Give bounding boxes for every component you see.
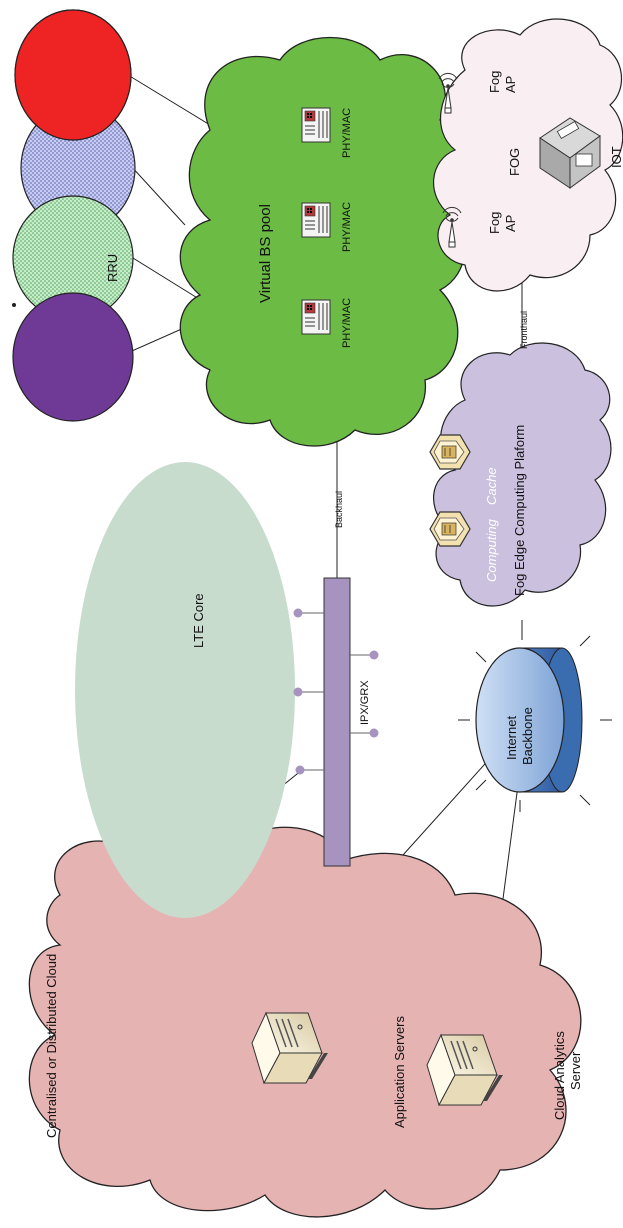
iot-label: IOT xyxy=(609,146,623,168)
fog-label: FOG xyxy=(507,148,522,176)
cloud-analytics-label-line1: Cloud Analytics xyxy=(552,1031,567,1120)
internet-backbone-disk[interactable] xyxy=(475,647,583,793)
virtual-bs-pool-cloud xyxy=(179,36,466,447)
cloud-analytics-label-line2: Server xyxy=(568,1051,583,1090)
lte-core-ellipse xyxy=(75,462,295,918)
ipx-grx-bar xyxy=(323,577,351,867)
internet-label-line1: Internet xyxy=(504,716,519,760)
rru-purple-ellipse xyxy=(12,292,134,422)
fog-ap-2-line2: AP xyxy=(503,215,518,232)
internet-backbone-spokes xyxy=(458,635,612,812)
fog-platform-cloud xyxy=(433,342,612,607)
phy-mac-unit-2 xyxy=(301,202,331,238)
cloud-title: Centralised or Distributed Cloud xyxy=(44,954,59,1138)
internet-label-line2: Backbone xyxy=(520,707,535,765)
ipx-connector-dots xyxy=(293,608,379,775)
fog-ap-2-line1: Fog xyxy=(487,212,502,234)
backhaul-label: Backhaul xyxy=(334,491,344,528)
fog-cloud xyxy=(433,18,623,292)
lte-core-label: LTE Core xyxy=(191,593,206,648)
rru-label: RRU xyxy=(105,254,120,282)
virtual-bs-pool-label: Virtual BS pool xyxy=(257,204,274,303)
iot-device-icon xyxy=(539,117,601,189)
computing-label: Computing xyxy=(484,518,499,582)
application-servers-label: Application Servers xyxy=(392,1016,407,1128)
ipx-grx-label: IPX/GRX xyxy=(359,680,371,725)
phy-mac-label-2: PHY/MAC xyxy=(341,202,353,252)
fog-ap-1-line2: AP xyxy=(503,76,518,93)
phy-mac-label-1: PHY/MAC xyxy=(341,108,353,158)
phy-mac-unit-1 xyxy=(301,107,331,143)
fog-ap-1-line1: Fog xyxy=(487,71,502,93)
cache-label: Cache xyxy=(484,467,499,505)
phy-mac-unit-3 xyxy=(301,299,331,335)
phy-mac-label-3: PHY/MAC xyxy=(341,298,353,348)
fog-platform-label: Fog Edge Computing Plaform xyxy=(512,425,527,596)
fronthaul-label: Fronthaul xyxy=(519,311,529,349)
